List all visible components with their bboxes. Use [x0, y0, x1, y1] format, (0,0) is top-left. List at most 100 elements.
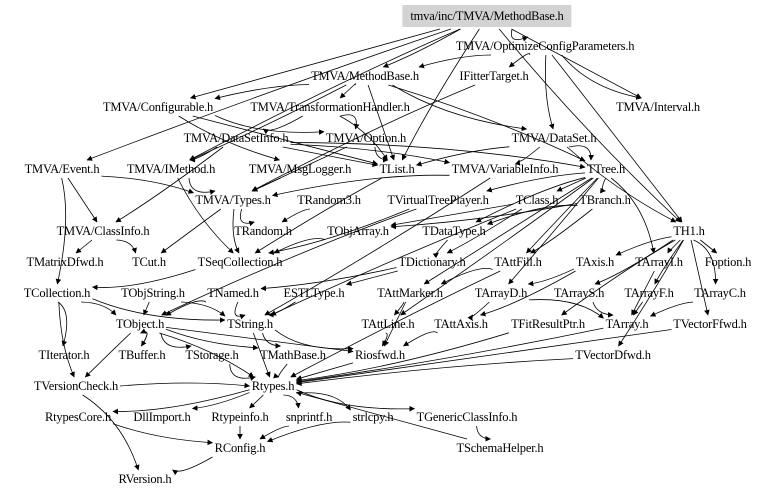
- edge-tcollection-to-titerator: [57, 301, 68, 347]
- node-estltype[interactable]: ESTLType.h: [283, 286, 345, 300]
- edge-tattmarker-to-tattline: [394, 301, 405, 316]
- node-tarrays[interactable]: TArrayS.h: [553, 286, 605, 300]
- node-rversion[interactable]: RVersion.h: [118, 472, 172, 486]
- node-tarrayd[interactable]: TArrayD.h: [474, 286, 528, 300]
- edge-dataset-to-varinfo: [515, 146, 541, 166]
- edge-th1-to-tvectordfwd: [618, 239, 684, 347]
- edge-rtypes-to-rtypescore: [112, 389, 250, 415]
- node-tschemahelper[interactable]: TSchemaHelper.h: [456, 441, 544, 455]
- edge-msglogger-to-types: [251, 177, 281, 192]
- node-tbranch[interactable]: TBranch.h: [579, 193, 631, 207]
- node-taxis[interactable]: TAxis.h: [575, 255, 615, 269]
- node-ifitter[interactable]: IFitterTarget.h: [459, 69, 529, 83]
- edge-tattaxis-to-riosfwd: [403, 331, 438, 347]
- node-titerator[interactable]: TIterator.h: [38, 348, 90, 362]
- node-tvectorffwd[interactable]: TVectorFfwd.h: [673, 317, 747, 331]
- node-strlcpy[interactable]: strlcpy.h: [352, 410, 394, 424]
- edge-varinfo-to-tstring: [264, 177, 491, 316]
- node-tclass[interactable]: TClass.h: [515, 193, 559, 207]
- node-root[interactable]: tmva/inc/TMVA/MethodBase.h: [402, 5, 572, 27]
- node-tmathbase[interactable]: TMathBase.h: [260, 348, 326, 362]
- node-tdictionary[interactable]: TDictionary.h: [398, 255, 466, 269]
- node-rtypeinfo[interactable]: Rtypeinfo.h: [211, 410, 269, 424]
- edge-datasetinfo-to-ttree: [290, 142, 586, 170]
- node-dataset[interactable]: TMVA/DataSet.h: [511, 131, 597, 145]
- node-tstorage[interactable]: TStorage.h: [185, 348, 239, 362]
- edge-tstring-to-tmathbase: [262, 332, 282, 349]
- node-configurable[interactable]: TMVA/Configurable.h: [102, 100, 214, 114]
- node-foption[interactable]: Foption.h: [704, 255, 752, 269]
- node-snprintf[interactable]: snprintf.h: [285, 410, 333, 424]
- edge-root-to-configurable: [189, 28, 441, 100]
- node-tbuffer[interactable]: TBuffer.h: [118, 348, 166, 362]
- node-tobjstring[interactable]: TObjString.h: [121, 286, 185, 300]
- edge-rtypes-to-snprintf: [283, 394, 301, 409]
- edge-tobject-to-tbuffer: [140, 331, 148, 347]
- node-tmatrixdfwd[interactable]: TMatrixDfwd.h: [26, 255, 104, 269]
- node-ttree[interactable]: TTree.h: [586, 162, 626, 176]
- node-tarray[interactable]: TArray.h: [605, 317, 649, 331]
- node-rtypes[interactable]: Rtypes.h: [251, 379, 295, 393]
- node-interval[interactable]: TMVA/Interval.h: [616, 100, 700, 114]
- node-tseqcoll[interactable]: TSeqCollection.h: [197, 255, 283, 269]
- edge-tclass-to-tobjarray: [390, 203, 514, 228]
- node-tstring[interactable]: TString.h: [227, 317, 273, 331]
- node-tgenericclassinfo[interactable]: TGenericClassInfo.h: [416, 410, 518, 424]
- edge-root-to-imethod: [189, 28, 461, 161]
- node-tattmarker[interactable]: TAttMarker.h: [377, 286, 443, 300]
- edge-ttree-to-tvtp: [486, 172, 586, 193]
- node-transform[interactable]: TMVA/TransformationHandler.h: [250, 100, 410, 114]
- node-tcut[interactable]: TCut.h: [132, 255, 166, 269]
- node-rconfig[interactable]: RConfig.h: [214, 441, 266, 455]
- edge-ttree-to-tattline: [400, 177, 594, 316]
- node-tlist[interactable]: TList.h: [379, 162, 415, 176]
- node-types[interactable]: TMVA/Types.h: [195, 193, 271, 207]
- node-trandom[interactable]: TRandom.h: [234, 224, 292, 238]
- node-tattaxis[interactable]: TAttAxis.h: [434, 317, 488, 331]
- node-tobjarray[interactable]: TObjArray.h: [327, 224, 389, 238]
- node-imethod[interactable]: TMVA/IMethod.h: [126, 162, 216, 176]
- node-tarrayf[interactable]: TArrayF.h: [624, 286, 674, 300]
- edge-tclass-to-tdictionary: [446, 208, 522, 254]
- node-classinfo[interactable]: TMVA/ClassInfo.h: [56, 224, 150, 238]
- node-option[interactable]: TMVA/Option.h: [325, 131, 407, 145]
- node-tversioncheck[interactable]: TVersionCheck.h: [33, 379, 119, 393]
- node-tdatatype[interactable]: TDataType.h: [422, 224, 486, 238]
- node-tnamed[interactable]: TNamed.h: [207, 286, 259, 300]
- edge-transform-to-datasetinfo: [262, 115, 303, 135]
- edge-tarrayd-to-tarray: [528, 299, 604, 319]
- node-dllimport[interactable]: DllImport.h: [133, 410, 191, 424]
- node-tarrayc[interactable]: TArrayC.h: [694, 286, 746, 300]
- edge-dataset-to-th1: [566, 146, 677, 223]
- node-riosfwd[interactable]: Riosfwd.h: [355, 348, 405, 362]
- node-trandom3[interactable]: TRandom3.h: [297, 193, 361, 207]
- edge-datasetinfo-to-varinfo: [290, 143, 451, 165]
- edge-tdictionary-to-tnamed: [260, 267, 397, 292]
- node-datasetinfo[interactable]: TMVA/DataSetInfo.h: [183, 131, 289, 145]
- node-tattfill[interactable]: TAttFill.h: [494, 255, 542, 269]
- node-tattline[interactable]: TAttLine.h: [361, 317, 415, 331]
- edge-tfitresultptr-to-rtypes: [295, 332, 510, 383]
- node-tobject[interactable]: TObject.h: [115, 317, 165, 331]
- edge-rtypes-to-dllimport: [191, 392, 250, 411]
- edge-imethod-to-tseqcoll: [177, 177, 234, 254]
- node-tvectordfwd[interactable]: TVectorDfwd.h: [575, 348, 651, 362]
- edge-th1-to-tarrays: [594, 239, 674, 285]
- node-tcollection[interactable]: TCollection.h: [23, 286, 91, 300]
- node-rtypescore[interactable]: RtypesCore.h: [45, 410, 111, 424]
- node-event[interactable]: TMVA/Event.h: [24, 162, 100, 176]
- node-tvtp[interactable]: TVirtualTreePlayer.h: [387, 193, 489, 207]
- edge-ttree-to-tarrayd: [508, 177, 599, 285]
- node-msglogger[interactable]: TMVA/MsgLogger.h: [248, 162, 352, 176]
- edge-ttree-to-tdatatype: [475, 177, 586, 223]
- node-th1[interactable]: TH1.h: [673, 224, 705, 238]
- edge-transform-to-tlist: [339, 115, 388, 161]
- node-optcfg[interactable]: TMVA/OptimizeConfigParameters.h: [455, 39, 635, 53]
- edge-tstring-to-rtypes: [252, 332, 271, 378]
- node-methodbase[interactable]: TMVA/MethodBase.h: [311, 69, 419, 83]
- node-tarrayi[interactable]: TArrayI.h: [635, 255, 683, 269]
- edge-tbuffer-to-tobject: [140, 328, 148, 347]
- node-tfitresultptr[interactable]: TFitResultPtr.h: [511, 317, 585, 331]
- node-varinfo[interactable]: TMVA/VariableInfo.h: [451, 162, 559, 176]
